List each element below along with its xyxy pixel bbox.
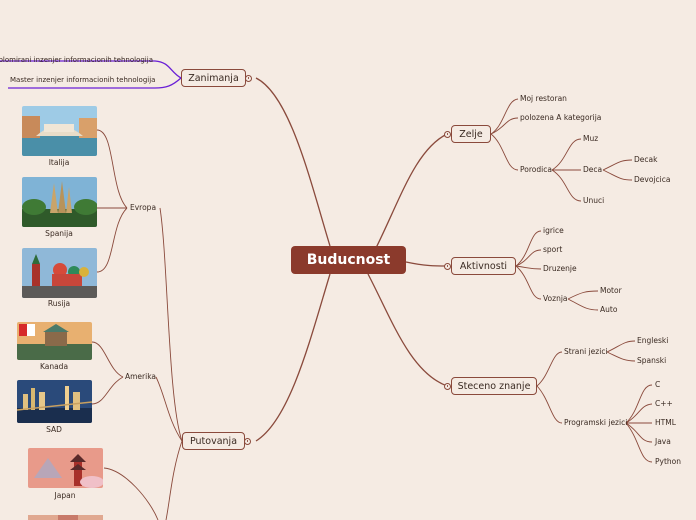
- node-znanje-label: Steceno znanje: [457, 380, 531, 392]
- node-putovanja-label: Putovanja: [189, 435, 238, 447]
- leaf-decak[interactable]: Decak: [634, 155, 658, 164]
- root-node[interactable]: Buducnost: [291, 246, 406, 274]
- connector-znanje: [367, 273, 448, 387]
- leaf-strani-jezici[interactable]: Strani jezici: [564, 347, 608, 356]
- leaf-evropa[interactable]: Evropa: [130, 203, 157, 212]
- image-italija: [22, 106, 97, 156]
- leaf-muz[interactable]: Muz: [583, 134, 599, 143]
- connector-zelje: [374, 133, 448, 251]
- label-rusija: Rusija: [47, 299, 71, 308]
- leaf-amerika[interactable]: Amerika: [125, 372, 157, 381]
- collapse-putovanja-toggle[interactable]: [244, 437, 251, 445]
- node-zanimanja-label: Zanimanja: [188, 72, 239, 84]
- leaf-motor[interactable]: Motor: [600, 286, 622, 295]
- leaf-druzenje[interactable]: Druzenje: [543, 264, 577, 273]
- node-zanimanja[interactable]: Zanimanja: [181, 69, 246, 87]
- image-kanada: [17, 322, 92, 360]
- leaf-igrice[interactable]: igrice: [543, 226, 564, 235]
- image-asia-second: [28, 511, 103, 520]
- leaf-porodica[interactable]: Porodica: [520, 165, 552, 174]
- image-japan: [28, 448, 103, 488]
- label-spanija: Spanija: [45, 229, 73, 238]
- node-aktivnosti-label: Aktivnosti: [459, 260, 508, 272]
- connector-putovanja: [255, 273, 331, 442]
- leaf-deca[interactable]: Deca: [583, 165, 603, 174]
- leaf-auto[interactable]: Auto: [600, 305, 618, 314]
- leaf-unuci[interactable]: Unuci: [583, 196, 605, 205]
- collapse-zelje-toggle[interactable]: [444, 130, 451, 138]
- connector-master: [8, 77, 182, 89]
- node-putovanja[interactable]: Putovanja: [182, 432, 245, 450]
- node-steceno-znanje[interactable]: Steceno znanje: [451, 377, 537, 395]
- connector-aktivnosti: [405, 261, 448, 267]
- image-sad: [17, 380, 92, 423]
- label-kanada: Kanada: [39, 362, 69, 371]
- collapse-znanje-toggle[interactable]: [444, 382, 451, 390]
- leaf-spanski[interactable]: Spanski: [637, 356, 667, 365]
- root-label: Buducnost: [306, 252, 391, 268]
- label-japan: Japan: [54, 491, 76, 500]
- collapse-aktivnosti-toggle[interactable]: [444, 262, 451, 270]
- leaf-html[interactable]: HTML: [655, 418, 676, 427]
- connector-diplomirani: [0, 60, 182, 79]
- leaf-moj-restoran[interactable]: Moj restoran: [520, 94, 567, 103]
- connector-zanimanja: [255, 77, 331, 247]
- leaf-java[interactable]: Java: [655, 437, 671, 446]
- node-aktivnosti[interactable]: Aktivnosti: [451, 257, 516, 275]
- leaf-diplomirani[interactable]: Diplomirani inzenjer informacionih tehno…: [0, 56, 153, 64]
- leaf-programski-jezici[interactable]: Programski jezici: [564, 418, 628, 427]
- leaf-master[interactable]: Master inzenjer informacionih tehnologij…: [10, 76, 156, 84]
- node-zelje[interactable]: Zelje: [451, 125, 491, 143]
- leaf-sport[interactable]: sport: [543, 245, 563, 254]
- leaf-c[interactable]: C: [655, 380, 661, 389]
- leaf-kategorija[interactable]: polozena A kategorija: [520, 113, 602, 122]
- leaf-cpp[interactable]: C++: [655, 399, 673, 408]
- label-sad: SAD: [46, 425, 62, 434]
- leaf-python[interactable]: Python: [655, 457, 681, 466]
- image-spanija: [22, 177, 97, 227]
- node-zelje-label: Zelje: [459, 128, 483, 140]
- label-italija: Italija: [48, 158, 70, 167]
- collapse-zanimanja-toggle[interactable]: [245, 74, 252, 82]
- leaf-engleski[interactable]: Engleski: [637, 336, 669, 345]
- image-rusija: [22, 248, 97, 298]
- leaf-voznja[interactable]: Voznja: [543, 294, 568, 303]
- leaf-devojcica[interactable]: Devojcica: [634, 175, 671, 184]
